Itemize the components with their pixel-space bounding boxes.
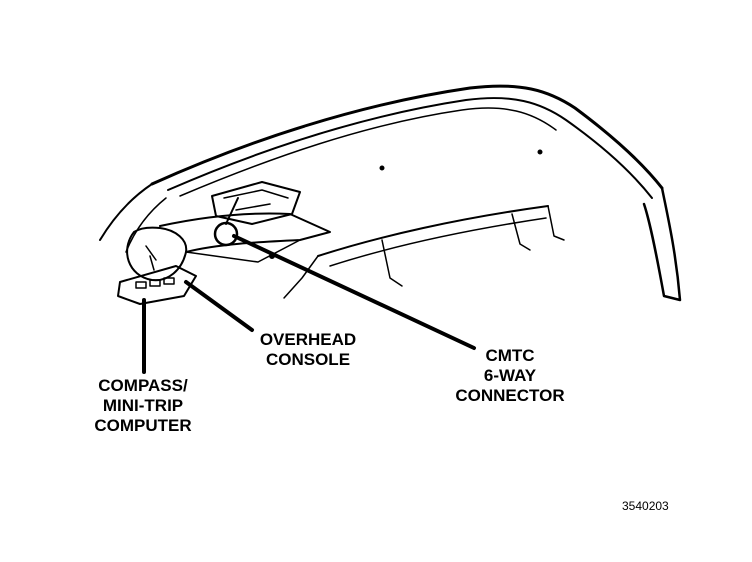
headliner-mark xyxy=(379,165,385,171)
compass-computer-label: COMPASS/ MINI-TRIP COMPUTER xyxy=(94,376,192,435)
cmtc-connector-label: CMTC 6-WAY CONNECTOR xyxy=(455,346,565,405)
console-bracket xyxy=(145,245,157,271)
rear-rib-3 xyxy=(547,205,565,241)
left-pillar-inner xyxy=(125,197,167,253)
console-mount xyxy=(211,181,301,225)
console-mount-detail xyxy=(223,189,289,211)
header-lower-edge xyxy=(185,239,301,263)
computer-button xyxy=(163,277,175,285)
leader-cmtc xyxy=(232,234,476,350)
overhead-console-label: OVERHEAD CONSOLE xyxy=(259,330,357,369)
computer-button xyxy=(149,279,161,287)
connector-circle xyxy=(213,221,239,247)
rear-rib-2 xyxy=(511,213,531,251)
rear-crossbar xyxy=(317,205,549,257)
rear-crossbar-lower xyxy=(329,217,547,267)
compass-computer-unit xyxy=(117,265,197,305)
computer-button xyxy=(135,281,147,289)
leader-overhead xyxy=(184,280,254,332)
headliner-mark xyxy=(537,149,543,155)
roof-outer-edge xyxy=(150,84,664,190)
side-rail xyxy=(283,255,319,299)
rear-rib-1 xyxy=(381,239,403,287)
figure-number: 3540203 xyxy=(622,499,669,513)
roof-inner-edge xyxy=(167,97,653,199)
right-pillar xyxy=(642,186,682,302)
left-pillar xyxy=(99,183,153,241)
connector-wire xyxy=(225,197,239,225)
roof-trim-line xyxy=(179,107,557,197)
